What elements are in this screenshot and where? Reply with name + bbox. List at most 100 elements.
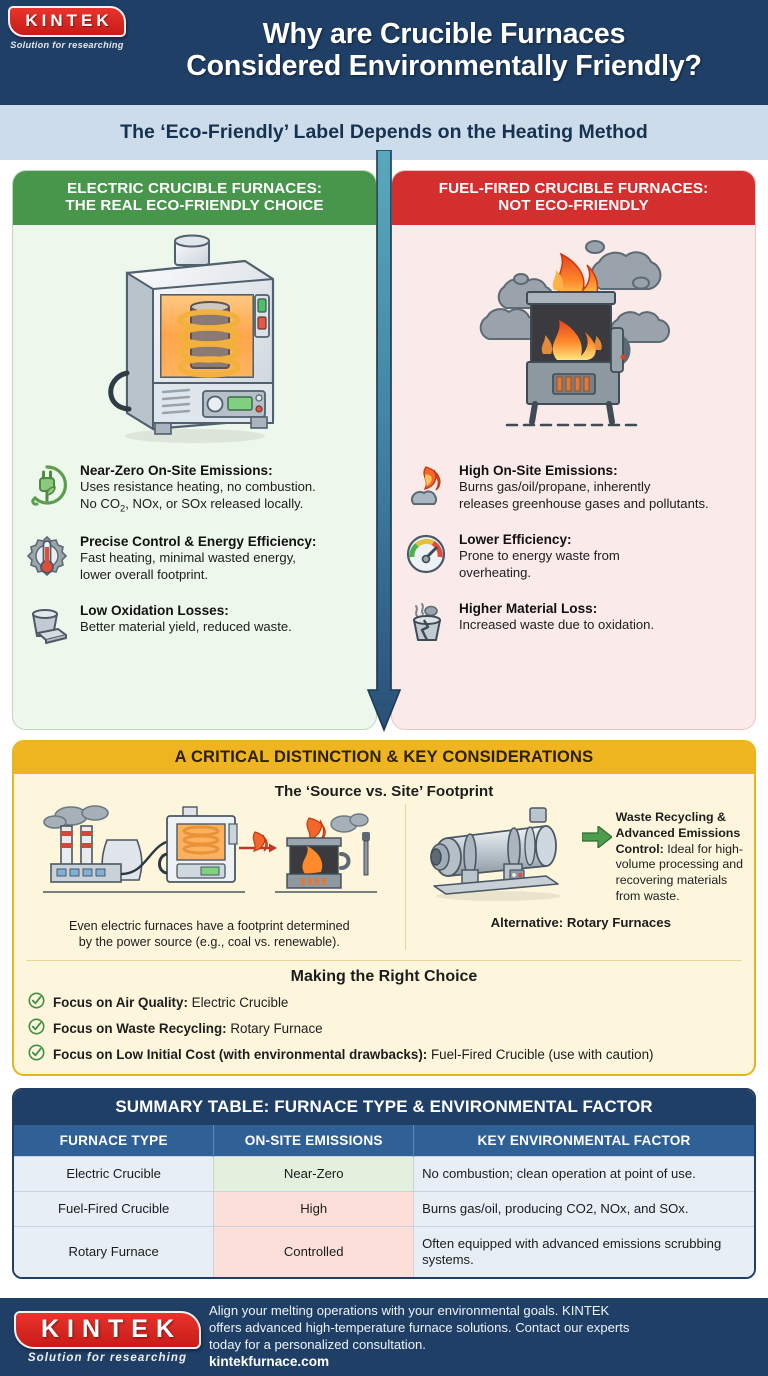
feature-higher-material-loss: Higher Material Loss: Increased waste du… <box>402 599 743 647</box>
feature-body-line2: overheating. <box>459 564 532 580</box>
rotary-furnace-column: Waste Recycling & Advanced Emissions Con… <box>406 804 744 950</box>
feature-body-line2a: No CO <box>80 495 121 511</box>
making-right-choice-title: Making the Right Choice <box>290 968 478 986</box>
yellow-divider <box>26 960 742 962</box>
check-circle-icon <box>28 992 45 1012</box>
table-row: Electric Crucible Near-Zero No combustio… <box>14 1156 754 1192</box>
feature-lower-efficiency: Lower Efficiency: Prone to energy waste … <box>402 530 743 581</box>
feature-near-zero-emissions: Near-Zero On-Site Emissions: Uses resist… <box>23 461 364 514</box>
panel-electric-header: ELECTRIC CRUCIBLE FURNACES: THE REAL ECO… <box>13 171 376 225</box>
feature-text: Precise Control & Energy Efficiency: Fas… <box>80 532 316 583</box>
choice-rest: Fuel-Fired Crucible (use with caution) <box>427 1046 654 1062</box>
choice-rest: Rotary Furnace <box>226 1020 323 1036</box>
feature-low-oxidation: Low Oxidation Losses: Better material yi… <box>23 601 364 649</box>
cell-emissions: High <box>213 1191 415 1227</box>
feature-title: Near-Zero On-Site Emissions: <box>80 462 273 478</box>
feature-body-line1: Burns gas/oil/propane, inherently <box>459 479 651 495</box>
choice-bold: Focus on Waste Recycling: <box>53 1020 227 1036</box>
caption-line2: by the power source (e.g., coal vs. rene… <box>78 935 340 950</box>
critical-distinction-section: A CRITICAL DISTINCTION & KEY CONSIDERATI… <box>12 740 756 1077</box>
rotary-rest-text: Ideal for high-volume processing and rec… <box>615 841 744 903</box>
feature-text: Higher Material Loss: Increased waste du… <box>459 599 654 634</box>
page-title: Why are Crucible Furnaces Considered Env… <box>186 17 702 83</box>
header-logo: KINTEK Solution for researching <box>8 6 126 50</box>
subtitle-band: The ‘Eco-Friendly’ Label Depends on the … <box>0 105 768 160</box>
check-circle-icon <box>28 1018 45 1038</box>
footer-text-line2: offers advanced high-temperature furnace… <box>209 1319 630 1335</box>
page-title-line1: Why are Crucible Furnaces <box>262 17 626 50</box>
choice-air-quality: Focus on Air Quality: Electric Crucible <box>28 992 740 1012</box>
critical-two-columns: Even electric furnaces have a footprint … <box>14 804 754 954</box>
footer-logo: KINTEK Solution for researching <box>14 1310 209 1364</box>
footer-text-line1: Align your melting operations with your … <box>209 1303 610 1319</box>
panel-electric-crucible: ELECTRIC CRUCIBLE FURNACES: THE REAL ECO… <box>12 170 377 730</box>
feature-title: High On-Site Emissions: <box>459 462 618 478</box>
page-title-line2: Considered Environmentally Friendly? <box>186 49 702 82</box>
footer-logo-plate: KINTEK <box>14 1310 201 1349</box>
column-header-key-environmental-factor: KEY ENVIRONMENTAL FACTOR <box>413 1125 754 1157</box>
summary-table: FURNACE TYPE ON-SITE EMISSIONS KEY ENVIR… <box>14 1125 754 1278</box>
logo-wordmark: KINTEK <box>25 11 113 30</box>
cell-furnace-type: Fuel-Fired Crucible <box>14 1191 215 1227</box>
cell-factor: No combustion; clean operation at point … <box>413 1156 754 1192</box>
panel-electric-header-line2: THE REAL ECO-FRIENDLY CHOICE <box>65 197 324 215</box>
logo-tagline: Solution for researching <box>10 40 124 50</box>
feature-body-line1: Fast heating, minimal wasted energy, <box>80 550 296 566</box>
source-vs-site-column: Even electric furnaces have a footprint … <box>24 804 406 951</box>
gauge-icon <box>402 530 450 578</box>
feature-text: High On-Site Emissions: Burns gas/oil/pr… <box>459 461 709 512</box>
footer-logo-tagline: Solution for researching <box>27 1351 188 1364</box>
panel-fuel-header-line2: NOT ECO-FRIENDLY <box>498 197 649 215</box>
electric-features-list: Near-Zero On-Site Emissions: Uses resist… <box>13 457 376 659</box>
caption-line1: Even electric furnaces have a footprint … <box>68 919 350 933</box>
footer-url[interactable]: kintekfurnace.com <box>209 1354 330 1370</box>
table-row: Rotary Furnace Controlled Often equipped… <box>14 1226 754 1278</box>
fuel-features-list: High On-Site Emissions: Burns gas/oil/pr… <box>392 457 755 657</box>
choice-bold: Focus on Low Initial Cost (with environm… <box>53 1046 428 1062</box>
footer-logo-wordmark: KINTEK <box>40 1314 183 1343</box>
choice-text: Focus on Air Quality: Electric Crucible <box>53 995 288 1010</box>
feature-body-line1: Better material yield, reduced waste. <box>80 619 292 635</box>
fuel-fired-furnace-smoke-illustration <box>392 225 755 457</box>
cell-factor: Often equipped with advanced emissions s… <box>413 1226 754 1278</box>
critical-heading: A CRITICAL DISTINCTION & KEY CONSIDERATI… <box>14 742 754 774</box>
feature-body-line2: lower overall footprint. <box>80 566 209 582</box>
feature-body-line2: releases greenhouse gases and pollutants… <box>459 495 709 511</box>
panel-fuel-fired-crucible: FUEL-FIRED CRUCIBLE FURNACES: NOT ECO-FR… <box>391 170 756 730</box>
cracked-crucible-icon <box>402 599 450 647</box>
feature-high-emissions: High On-Site Emissions: Burns gas/oil/pr… <box>402 461 743 512</box>
feature-body-sub: 2 <box>120 502 126 514</box>
page-header: KINTEK Solution for researching Why are … <box>0 0 768 105</box>
choice-bold: Focus on Air Quality: <box>53 994 188 1010</box>
subtitle-text: The ‘Eco-Friendly’ Label Depends on the … <box>120 121 648 143</box>
cell-emissions: Controlled <box>213 1226 415 1278</box>
feature-text: Near-Zero On-Site Emissions: Uses resist… <box>80 461 316 514</box>
footer-text: Align your melting operations with your … <box>209 1303 629 1371</box>
choices-list: Focus on Air Quality: Electric Crucible … <box>14 992 754 1074</box>
choice-rest: Electric Crucible <box>187 994 289 1010</box>
choice-low-initial-cost: Focus on Low Initial Cost (with environm… <box>28 1044 740 1064</box>
feature-title: Higher Material Loss: <box>459 601 598 617</box>
rotary-arrow-and-text: Waste Recycling & Advanced Emissions Con… <box>580 804 744 905</box>
column-header-furnace-type: FURNACE TYPE <box>14 1125 215 1157</box>
feature-precise-control: Precise Control & Energy Efficiency: Fas… <box>23 532 364 583</box>
feature-title: Low Oxidation Losses: <box>80 603 229 619</box>
eco-plug-icon <box>23 461 71 509</box>
table-header-row: FURNACE TYPE ON-SITE EMISSIONS KEY ENVIR… <box>14 1125 754 1157</box>
feature-body-line1: Uses resistance heating, no combustion. <box>80 479 316 495</box>
summary-table-title: SUMMARY TABLE: FURNACE TYPE & ENVIRONMEN… <box>14 1090 754 1126</box>
choice-text: Focus on Waste Recycling: Rotary Furnace <box>53 1021 323 1036</box>
cell-furnace-type: Rotary Furnace <box>14 1226 215 1278</box>
cell-emissions: Near-Zero <box>213 1156 415 1192</box>
choice-waste-recycling: Focus on Waste Recycling: Rotary Furnace <box>28 1018 740 1038</box>
flame-cloud-icon <box>402 461 450 509</box>
choice-text: Focus on Low Initial Cost (with environm… <box>53 1047 653 1062</box>
cell-factor: Burns gas/oil, producing CO2, NOx, and S… <box>413 1191 754 1227</box>
check-circle-icon <box>28 1044 45 1064</box>
rotary-caption: Alternative: Rotary Furnaces <box>490 915 671 930</box>
footer-text-line3: today for a personalized consultation. <box>209 1336 426 1352</box>
rotary-row: Waste Recycling & Advanced Emissions Con… <box>418 804 744 909</box>
panel-electric-header-line1: ELECTRIC CRUCIBLE FURNACES: <box>67 180 322 197</box>
rotary-description: Waste Recycling & Advanced Emissions Con… <box>616 804 744 905</box>
